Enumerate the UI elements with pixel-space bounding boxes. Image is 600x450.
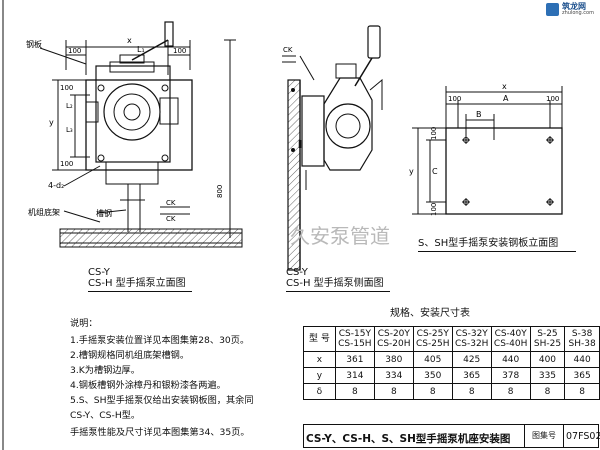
table-row: y 314 334 350 365 378 335 365 (303, 367, 600, 384)
plate-dim-a: A (503, 94, 509, 103)
watermark-text-2: 泵管道 (330, 224, 390, 248)
label-channel: 槽钢 (96, 208, 112, 218)
table-cell: 8 (490, 383, 531, 400)
side-view-drawing (282, 25, 383, 271)
table-cell: 8 (334, 383, 375, 400)
table-cell: 335 (529, 367, 566, 384)
table-row: δ 8 8 8 8 8 8 8 (303, 383, 600, 400)
plate-view-drawing (412, 86, 563, 215)
table-cell: 378 (490, 367, 531, 384)
table-caption: 规格、安装尺寸表 (390, 308, 470, 319)
notes-heading: 说明： (70, 318, 98, 329)
table-cell: 405 (412, 351, 453, 368)
title-block: CS-Y、CS-H、S、SH型手摇泵机座安装图 图集号 07FS02 (303, 424, 600, 448)
table-cell: 8 (529, 383, 566, 400)
atlas-label: 图集号 (524, 425, 564, 447)
table-row-label: x (303, 351, 336, 368)
logo-icon (545, 3, 559, 16)
table-cell: 8 (451, 383, 492, 400)
front-dim-l3: L₃ (66, 126, 73, 134)
front-dim-100-bottom: 100 (60, 160, 73, 168)
plate-dim-y: y (409, 167, 414, 176)
front-dim-l1: L₁ (137, 45, 145, 54)
note-item: 手摇泵性能及尺寸详见本图集第34、35页。 (70, 427, 250, 438)
side-section-label: CK (283, 46, 293, 54)
table-cell: 361 (334, 351, 375, 368)
front-dim-l2: L₂ (66, 102, 73, 110)
table-cell: 380 (373, 351, 414, 368)
note-item: 4.钢板槽钢外涂樟丹和银粉漆各两遍。 (70, 380, 226, 391)
table-cell: 8 (564, 383, 600, 400)
watermark-text-1: 久安 (290, 224, 330, 248)
table-cell: 314 (334, 367, 375, 384)
side-view-title-line1: CS-Y (286, 267, 308, 278)
logo-url: zhulong.com (561, 10, 594, 16)
front-view-title-line1: CS-Y (88, 267, 110, 278)
plate-dim-b: B (476, 110, 482, 119)
plate-dim-100-top: 100 (430, 127, 438, 140)
table-cell: 425 (451, 351, 492, 368)
plate-dim-c: C (432, 167, 438, 176)
front-dim-100-left: 100 (68, 47, 81, 55)
note-item: 5.S、SH型手摇泵仅给出安装钢板图，其余同 (70, 395, 254, 406)
front-dim-100-right: 100 (173, 47, 186, 55)
table-cell: 8 (373, 383, 414, 400)
table-row-label: y (303, 367, 336, 384)
front-dim-y: y (49, 118, 54, 127)
table-cell: 350 (412, 367, 453, 384)
atlas-number: 07FS02 (566, 431, 600, 442)
table-cell: 365 (564, 367, 600, 384)
table-cell: 400 (529, 351, 566, 368)
table-cell: 440 (564, 351, 600, 368)
front-dim-x: x (127, 36, 132, 45)
front-dim-100-top: 100 (60, 84, 73, 92)
table-type-header: 型 号 (303, 326, 336, 352)
front-section-mark-bottom: CK (166, 215, 176, 223)
note-item: 2.槽钢规格同机组底架槽钢。 (70, 350, 190, 361)
side-title-underline (286, 291, 390, 292)
table-cell: 334 (373, 367, 414, 384)
table-row-label: δ (303, 383, 336, 400)
front-section-mark-top: CK (166, 199, 176, 207)
table-cell: 365 (451, 367, 492, 384)
plate-dim-100-right: 100 (546, 95, 559, 103)
note-item: 3.K为槽钢边厚。 (70, 365, 140, 376)
plate-dim-x: x (502, 82, 507, 91)
side-view-title-line2: CS-H 型手摇泵侧面图 (286, 278, 384, 289)
logo-brand: 筑龙网 (561, 2, 586, 11)
front-title-underline (88, 291, 192, 292)
note-item: CS-Y、CS-H型。 (70, 410, 141, 421)
label-base-frame: 机组底架 (28, 207, 60, 217)
table-row: x 361 380 405 425 440 400 440 (303, 351, 600, 368)
front-view-title-line2: CS-H 型手摇泵立面图 (88, 278, 186, 289)
plate-view-title: S、SH型手摇泵安装钢板立面图 (418, 238, 559, 249)
drawing-name: CS-Y、CS-H、S、SH型手摇泵机座安装图 (306, 433, 511, 445)
label-steel-plate: 钢板 (26, 39, 42, 49)
label-holes: 4-d₂ (48, 181, 64, 190)
note-item: 1.手摇泵安装位置详见本图集第28、30页。 (70, 335, 250, 346)
front-view-drawing (39, 21, 243, 248)
plate-dim-100-bottom: 100 (430, 203, 438, 216)
plate-dim-100-left: 100 (448, 95, 461, 103)
front-dim-800: 800 (216, 185, 224, 198)
table-cell: 8 (412, 383, 453, 400)
logo: 筑龙网 zhulong.com (545, 2, 594, 16)
plate-title-underline (418, 251, 576, 252)
table-cell: 440 (490, 351, 531, 368)
